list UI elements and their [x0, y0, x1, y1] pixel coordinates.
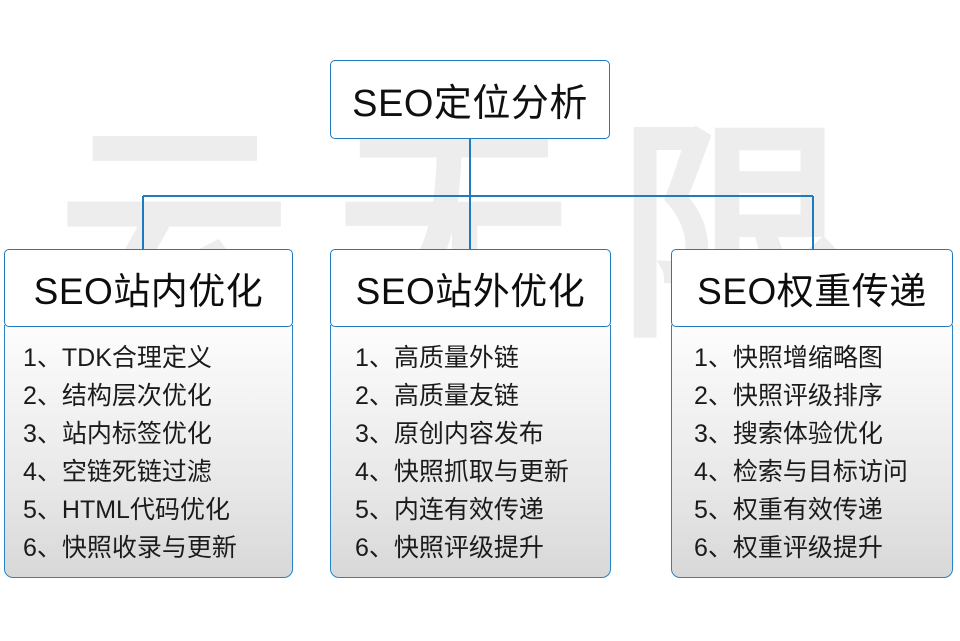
list-item: 5、内连有效传递 — [355, 496, 544, 524]
list-item: 1、高质量外链 — [355, 344, 519, 372]
root-node-title: SEO定位分析 — [352, 83, 588, 125]
branch-column-seo-weight: SEO权重传递 1、快照增缩略图 2、快照评级排序 3、搜索体验优化 4、检索与… — [671, 249, 953, 578]
column-header-seo-offsite[interactable]: SEO站外优化 — [330, 249, 611, 327]
branch-column-seo-offsite: SEO站外优化 1、高质量外链 2、高质量友链 3、原创内容发布 4、快照抓取与… — [330, 249, 611, 578]
list-item: 1、TDK合理定义 — [23, 344, 212, 372]
list-item: 4、空链死链过滤 — [23, 458, 212, 486]
root-node[interactable]: SEO定位分析 — [330, 60, 610, 139]
list-item: 4、快照抓取与更新 — [355, 458, 569, 486]
column-header-seo-onsite[interactable]: SEO站内优化 — [4, 249, 293, 327]
list-item: 2、快照评级排序 — [694, 382, 883, 410]
list-item: 5、HTML代码优化 — [23, 496, 230, 524]
list-item: 2、高质量友链 — [355, 382, 519, 410]
column-header-title: SEO站内优化 — [33, 271, 264, 312]
list-item: 6、权重评级提升 — [694, 534, 883, 562]
column-header-title: SEO权重传递 — [697, 271, 927, 312]
column-body-seo-offsite: 1、高质量外链 2、高质量友链 3、原创内容发布 4、快照抓取与更新 5、内连有… — [330, 325, 611, 578]
list-item: 1、快照增缩略图 — [694, 344, 883, 372]
list-item: 6、快照评级提升 — [355, 534, 544, 562]
list-item: 3、原创内容发布 — [355, 420, 544, 448]
list-item: 3、搜索体验优化 — [694, 420, 883, 448]
list-item: 3、站内标签优化 — [23, 420, 212, 448]
branch-column-seo-onsite: SEO站内优化 1、TDK合理定义 2、结构层次优化 3、站内标签优化 4、空链… — [4, 249, 293, 578]
list-item: 5、权重有效传递 — [694, 496, 883, 524]
column-body-seo-onsite: 1、TDK合理定义 2、结构层次优化 3、站内标签优化 4、空链死链过滤 5、H… — [4, 325, 293, 578]
column-body-seo-weight: 1、快照增缩略图 2、快照评级排序 3、搜索体验优化 4、检索与目标访问 5、权… — [671, 325, 953, 578]
list-item: 2、结构层次优化 — [23, 382, 212, 410]
column-header-seo-weight[interactable]: SEO权重传递 — [671, 249, 953, 327]
list-item: 4、检索与目标访问 — [694, 458, 908, 486]
list-item: 6、快照收录与更新 — [23, 534, 237, 562]
column-header-title: SEO站外优化 — [355, 271, 586, 312]
